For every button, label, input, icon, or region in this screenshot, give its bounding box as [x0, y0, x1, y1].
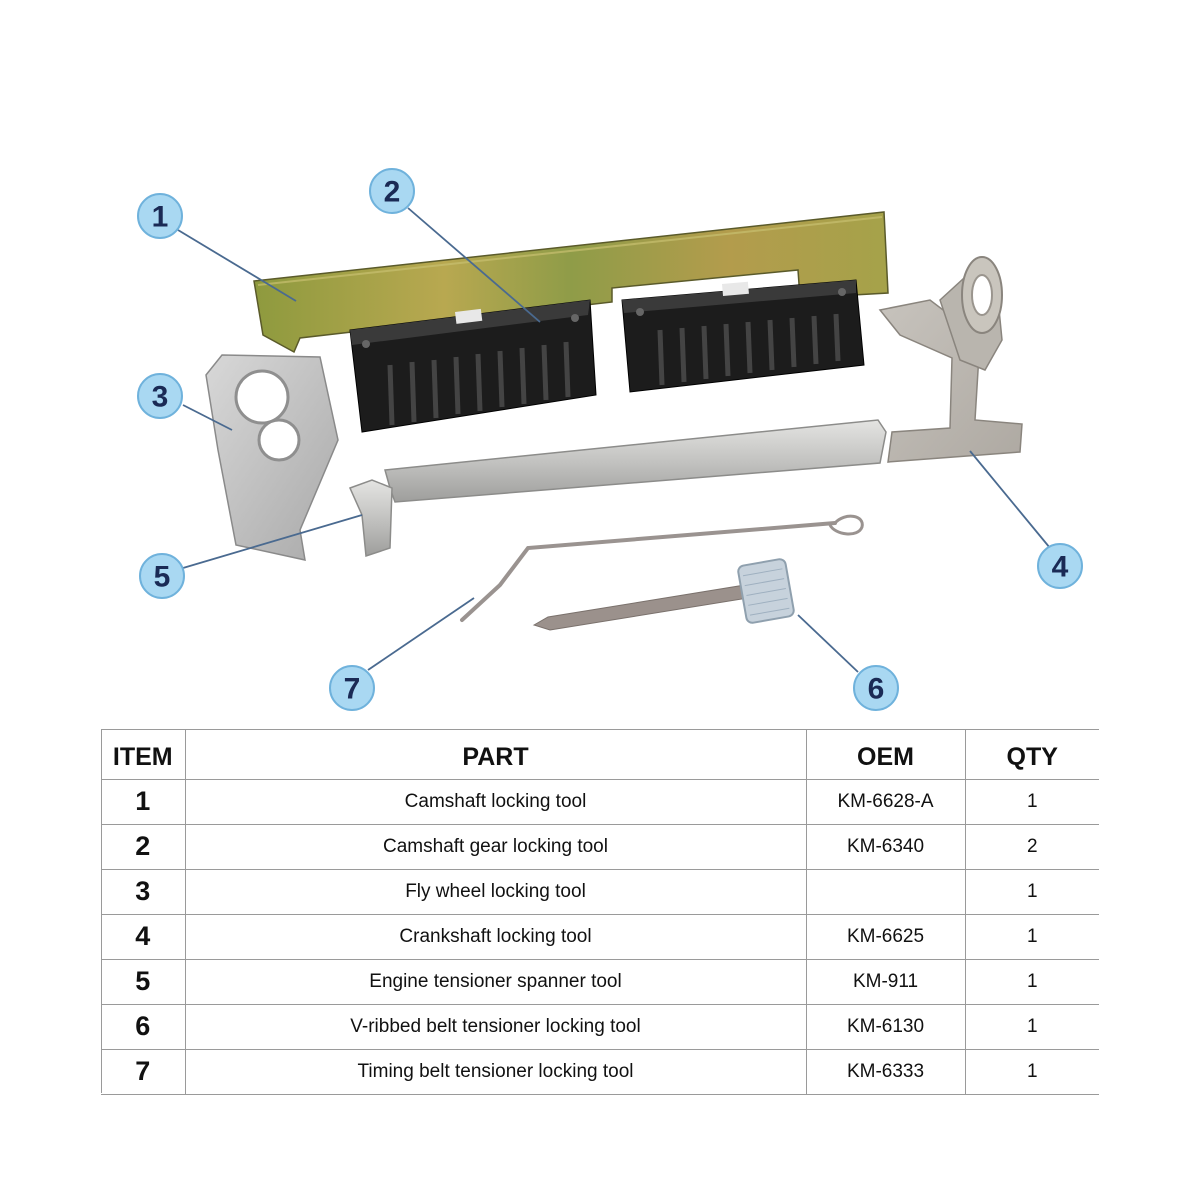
table-row: 1 Camshaft locking tool KM-6628-A 1: [101, 778, 1099, 825]
item-number: 1: [101, 778, 186, 825]
callout-2: 2: [369, 168, 415, 214]
quantity: 2: [964, 823, 1099, 870]
oem-number: KM-6625: [805, 913, 966, 960]
svg-text:4: 4: [1052, 551, 1069, 584]
oem-number: KM-6130: [805, 1003, 966, 1050]
svg-text:1: 1: [152, 201, 169, 234]
leader-line-4: [969, 450, 1051, 549]
part-name: Timing belt tensioner locking tool: [184, 1048, 807, 1095]
oem-number: KM-6340: [805, 823, 966, 870]
svg-text:7: 7: [344, 673, 361, 706]
part-name: V-ribbed belt tensioner locking tool: [184, 1003, 807, 1050]
leader-line-2: [407, 207, 541, 323]
part-name: Engine tensioner spanner tool: [184, 958, 807, 1005]
quantity: 1: [964, 778, 1099, 825]
camshaft-locking-tool-image: [253, 211, 889, 354]
part-name: Camshaft gear locking tool: [184, 823, 807, 870]
quantity: 1: [964, 1048, 1099, 1095]
quantity: 1: [964, 958, 1099, 1005]
quantity: 1: [964, 868, 1099, 915]
svg-text:6: 6: [868, 673, 885, 706]
oem-number: KM-6628-A: [805, 778, 966, 825]
callout-5: 5: [139, 553, 185, 599]
part-name: Crankshaft locking tool: [184, 913, 807, 960]
engine-tensioner-spanner-tool-image: [348, 419, 887, 558]
quantity: 1: [964, 1003, 1099, 1050]
table-row: 5 Engine tensioner spanner tool KM-911 1: [101, 958, 1099, 1005]
item-number: 4: [101, 913, 186, 960]
v-ribbed-belt-tensioner-locking-tool-image: [532, 558, 795, 631]
header-oem: OEM: [805, 729, 966, 780]
svg-text:5: 5: [154, 561, 171, 594]
timing-belt-tensioner-locking-tool-image: [460, 514, 864, 622]
leader-line-1: [177, 229, 297, 302]
leader-line-6: [797, 614, 859, 673]
table-row: 3 Fly wheel locking tool 1: [101, 868, 1099, 915]
oem-number: KM-6333: [805, 1048, 966, 1095]
camshaft-gear-locking-tool-image: [349, 279, 865, 433]
leader-line-5: [182, 514, 363, 569]
item-number: 6: [101, 1003, 186, 1050]
leader-line-7: [367, 597, 475, 671]
table-row: 7 Timing belt tensioner locking tool KM-…: [101, 1048, 1099, 1095]
svg-text:2: 2: [384, 176, 401, 209]
table-row: 4 Crankshaft locking tool KM-6625 1: [101, 913, 1099, 960]
part-name: Camshaft locking tool: [184, 778, 807, 825]
gear-block-right: [621, 279, 865, 393]
leader-line-3: [182, 404, 233, 431]
header-qty: QTY: [964, 729, 1099, 780]
part-name: Fly wheel locking tool: [184, 868, 807, 915]
item-number: 2: [101, 823, 186, 870]
quantity: 1: [964, 913, 1099, 960]
crankshaft-locking-tool-image: [878, 256, 1023, 463]
callout-3: 3: [137, 373, 183, 419]
header-part: PART: [184, 729, 807, 780]
oem-number: KM-911: [805, 958, 966, 1005]
fly-wheel-locking-tool-image: [205, 354, 339, 561]
leader-lines: [177, 207, 1051, 673]
table-row: 2 Camshaft gear locking tool KM-6340 2: [101, 823, 1099, 870]
callout-1: 1: [137, 193, 183, 239]
item-number: 5: [101, 958, 186, 1005]
callout-6: 6: [853, 665, 899, 711]
gear-block-left: [349, 299, 597, 433]
table-row: 6 V-ribbed belt tensioner locking tool K…: [101, 1003, 1099, 1050]
callout-4: 4: [1037, 543, 1083, 589]
callout-7: 7: [329, 665, 375, 711]
header-item: ITEM: [101, 729, 186, 780]
oem-number: [805, 868, 966, 915]
parts-table: ITEM PART OEM QTY 1 Camshaft locking too…: [101, 729, 1099, 1095]
svg-text:3: 3: [152, 381, 169, 414]
item-number: 7: [101, 1048, 186, 1095]
item-number: 3: [101, 868, 186, 915]
tool-kit-diagram: 1 2 3 4 5 6 7: [137, 168, 1083, 711]
table-header-row: ITEM PART OEM QTY: [101, 729, 1099, 780]
